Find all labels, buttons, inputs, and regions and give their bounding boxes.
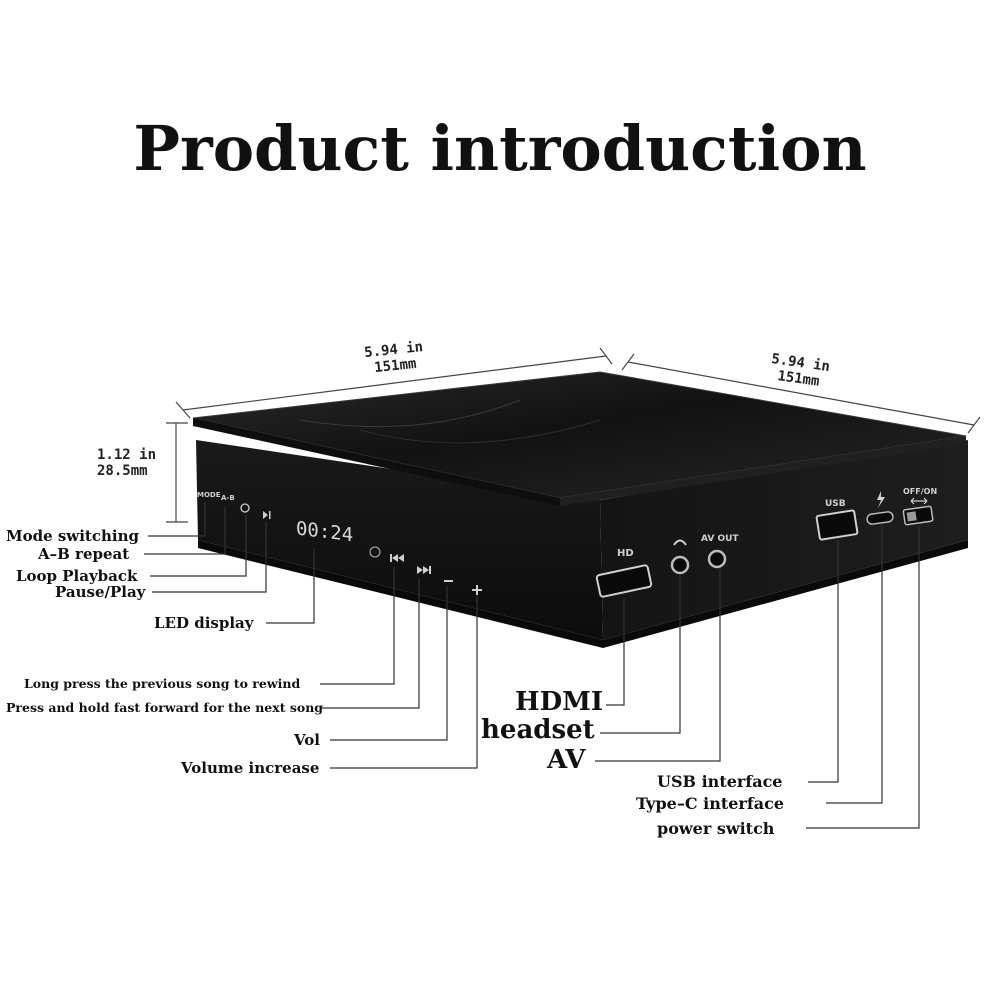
pause-play-icon [263,511,268,519]
headset-icon [673,539,687,546]
height-dimension-line [166,422,188,523]
pause-bar-icon [269,511,271,519]
headset-label: headset [481,715,595,745]
leader-typec [826,525,883,804]
hd-port-text: HD [617,548,634,559]
headset-jack [670,555,690,575]
leader-usb [808,540,839,783]
height-mm-text: 28.5mm [97,463,148,479]
switch-arrow-icon [910,497,928,505]
height-dimension-label: 1.12 in 28.5mm [97,447,156,479]
leader-hdmi [606,598,625,706]
vol-label: Vol [294,731,320,749]
av-jack [707,549,727,569]
right-panel-ports: HD AV OUT USB OFF/ON [595,487,937,598]
leader-loop [150,515,247,577]
av-label: AV [547,745,586,775]
lightning-icon [877,491,885,508]
led-display-label: LED display [154,614,254,632]
pause-play-label: Pause/Play [55,583,146,601]
width-dimension-line [175,347,613,419]
left-leader-lines [144,502,478,769]
leader-led [266,548,315,624]
leader-ab [144,507,226,555]
leader-av [595,568,721,762]
loop-playback-label: Loop Playback [16,567,138,585]
switch-port-text: OFF/ON [903,487,937,496]
leader-pause [152,522,267,593]
hdmi-label: HDMI [515,687,604,717]
ir-sensor-icon [369,546,381,558]
typec-interface-label: Type–C interface [636,794,784,813]
height-in-text: 1.12 in [97,447,157,463]
leader-power [806,526,920,829]
loop-icon [240,503,250,513]
minus-icon [444,580,453,582]
next-icon [417,566,431,574]
power-switch-label: power switch [657,819,775,838]
type-c-port [866,511,894,525]
leader-forward [320,578,420,709]
leader-mode [148,502,206,537]
previous-icon [390,554,404,562]
width-dimension-label: 5.94 in 151mm [363,339,425,377]
ab-key-text: A-B [221,494,235,502]
usb-port [815,509,859,541]
mode-key-text: MODE [197,491,221,499]
volume-increase-label: Volume increase [181,759,320,777]
depth-dimension-line [621,353,981,434]
power-switch-knob [906,511,917,522]
rewind-label: Long press the previous song to rewind [24,676,301,691]
ab-repeat-label: A–B repeat [38,545,130,563]
usb-port-text: USB [825,499,846,509]
hdmi-port [595,564,653,598]
leader-vol [330,586,448,741]
fast-forward-label: Press and hold fast forward for the next… [6,700,324,715]
leader-headset [600,574,681,734]
leader-rewind [320,567,395,685]
page-title: Product introduction [133,112,867,185]
av-out-port-text: AV OUT [701,534,739,544]
dvd-player-body [192,371,968,648]
mode-switching-label: Mode switching [6,527,139,545]
usb-interface-label: USB interface [657,772,783,791]
plus-icon-vertical [476,585,478,595]
right-leader-lines [595,525,920,829]
leader-volume-increase [330,596,478,769]
